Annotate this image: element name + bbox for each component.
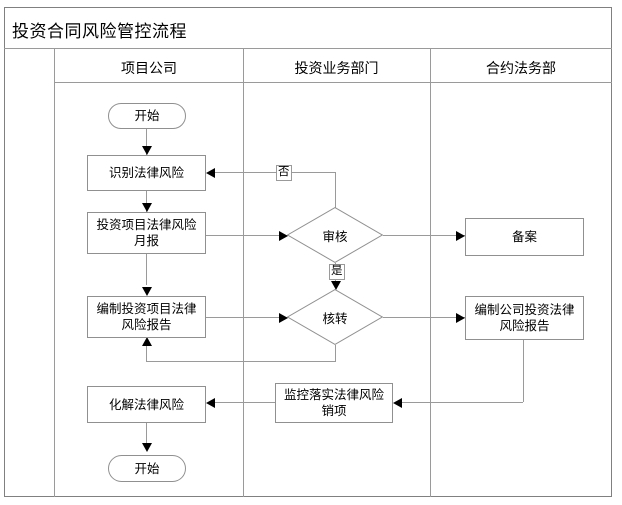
node-resolve-legal-risk[interactable]: 化解法律风险 <box>87 386 206 423</box>
node-review-label: 审核 <box>322 229 348 244</box>
connector-review-to-filing <box>383 235 465 236</box>
arrowhead-resolve-right <box>206 398 215 408</box>
connector-resolve-to-end <box>146 423 147 450</box>
node-compile-project-risk-report[interactable]: 编制投资项目法律风险报告 <box>87 296 206 338</box>
edge-label-no: 否 <box>276 165 292 181</box>
arrowhead-compile-bottom <box>142 337 152 346</box>
title-row-divider <box>4 48 612 49</box>
arrowhead-identify-top <box>142 146 152 155</box>
connector-compile-to-transfer <box>206 317 288 318</box>
connector-review-no-up <box>335 172 336 208</box>
lane-divider-1 <box>54 48 55 497</box>
arrowhead-review-left <box>279 231 288 241</box>
node-start[interactable]: 开始 <box>108 103 186 129</box>
connector-transfer-loop-up <box>146 346 147 362</box>
node-end[interactable]: 开始 <box>108 455 186 482</box>
arrowhead-transfer-left <box>279 313 288 323</box>
connector-transfer-loop-down <box>335 345 336 362</box>
arrowhead-transfer-top <box>331 281 341 290</box>
lane-header-legal-department: 合约法务部 <box>486 62 556 77</box>
connector-identify-to-monthly <box>146 190 147 212</box>
node-transfer-label: 核转 <box>322 311 348 326</box>
arrowhead-identify-right <box>206 168 215 178</box>
node-review-decision[interactable]: 审核 <box>287 207 383 263</box>
arrowhead-company-report-left <box>456 313 465 323</box>
connector-company-report-to-monitor <box>400 402 523 403</box>
node-monthly-risk-report[interactable]: 投资项目法律风险月报 <box>87 212 206 254</box>
arrowhead-monitor-right <box>393 398 402 408</box>
page-title: 投资合同风险管控流程 <box>12 21 187 41</box>
lane-header-project-company: 项目公司 <box>121 62 177 77</box>
diamond-shape <box>287 207 383 263</box>
connector-company-report-down <box>523 340 524 402</box>
node-filing[interactable]: 备案 <box>465 218 584 256</box>
connector-monthly-to-compile <box>146 253 147 285</box>
arrowhead-compile-top <box>142 287 152 296</box>
connector-transfer-loop-left <box>146 361 336 362</box>
connector-monitor-to-resolve <box>213 402 275 403</box>
arrowhead-end-top <box>142 443 152 452</box>
node-identify-legal-risk[interactable]: 识别法律风险 <box>87 155 206 191</box>
lane-divider-2 <box>243 48 244 497</box>
diamond-shape <box>287 289 383 345</box>
node-monitor-risk-closure[interactable]: 监控落实法律风险销项 <box>275 383 393 423</box>
header-row-divider <box>54 82 612 83</box>
arrowhead-monthly-top <box>142 203 152 212</box>
connector-review-no-left <box>213 172 335 173</box>
lane-divider-3 <box>430 48 431 497</box>
connector-monthly-to-review <box>206 235 288 236</box>
arrowhead-filing-left <box>456 231 465 241</box>
connector-start-to-identify <box>146 128 147 156</box>
lane-header-investment-department: 投资业务部门 <box>294 62 379 77</box>
connector-transfer-to-company-report <box>383 317 465 318</box>
diagram-frame <box>4 7 612 497</box>
node-compile-company-risk-report[interactable]: 编制公司投资法律风险报告 <box>465 296 584 340</box>
edge-label-yes: 是 <box>329 264 345 280</box>
node-transfer-decision[interactable]: 核转 <box>287 289 383 345</box>
